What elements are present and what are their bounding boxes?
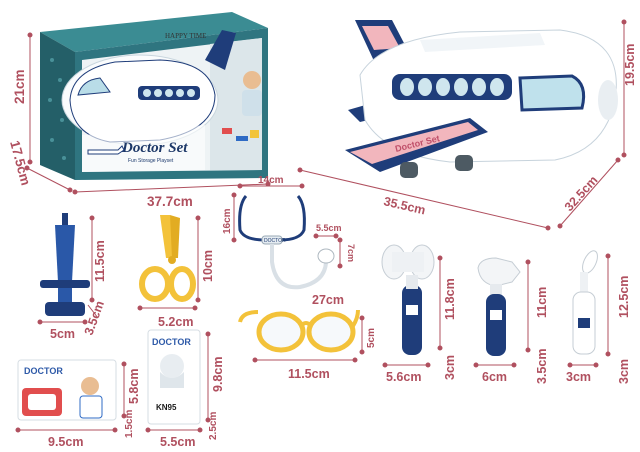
- dim-box-width: 37.7cm: [147, 194, 193, 209]
- stethoscope-tag: DOCTOR: [264, 238, 286, 244]
- package-brand-title: Doctor Set: [121, 140, 188, 156]
- dim-otoscope-width: 6cm: [482, 370, 507, 384]
- dim-stethoscope-length: 27cm: [312, 293, 344, 307]
- dim-glasses-width: 11.5cm: [288, 367, 330, 381]
- card2-title: DOCTOR: [152, 337, 191, 347]
- dim-thermo-width: 3cm: [566, 370, 591, 384]
- mask-card: DOCTOR KN95: [147, 329, 201, 425]
- kn95-label: KN95: [156, 403, 177, 412]
- dim-box-height: 21cm: [12, 69, 27, 104]
- dim-otoscope-height: 11cm: [535, 287, 549, 318]
- dim-scissors-height: 10cm: [201, 250, 215, 282]
- dim-hammer-height: 11.8cm: [443, 278, 457, 320]
- dim-stethoscope-width: 14cm: [258, 175, 284, 186]
- dim-otoscope-depth: 3.5cm: [535, 349, 549, 384]
- dim-thermo-depth: 3cm: [617, 359, 631, 384]
- reflex-hammer-toy: [381, 244, 435, 355]
- plane-dimensions: [297, 19, 627, 231]
- dim-mask-depth: 2.5cm: [208, 412, 219, 440]
- dim-glasses-height: 5cm: [366, 328, 377, 348]
- dim-card-width: 9.5cm: [48, 435, 83, 449]
- scissors-toy: [139, 215, 196, 302]
- dim-plane-depth: 32.5cm: [562, 173, 601, 214]
- dim-card-depth: 1.5cm: [124, 410, 135, 438]
- dim-syringe-height: 11.5cm: [93, 240, 107, 282]
- box-dimensions: [24, 32, 271, 195]
- dim-stethoscope-height: 16cm: [222, 208, 233, 234]
- dim-chest-width: 5.5cm: [316, 223, 342, 233]
- airplane-toy: Doctor Set: [345, 20, 618, 178]
- package-happy-time: HAPPY TIME: [165, 32, 206, 40]
- dim-hammer-width: 5.6cm: [386, 370, 421, 384]
- otoscope-toy: [477, 257, 521, 356]
- card1-title: DOCTOR: [24, 366, 63, 376]
- dim-syringe-width: 5cm: [50, 327, 75, 341]
- package-box: Doctor Set Fun Storage Playset HAPPY TIM…: [40, 12, 268, 180]
- doctor-card: DOCTOR: [17, 359, 117, 421]
- thermometer-toy: [572, 250, 598, 355]
- dim-mask-height: 9.8cm: [211, 357, 225, 392]
- dim-thermo-height: 12.5cm: [617, 276, 631, 318]
- syringe-toy: [40, 213, 90, 316]
- package-sub-label: Fun Storage Playset: [128, 158, 174, 164]
- glasses-toy: [238, 309, 360, 353]
- dim-syringe-depth: 3.5cm: [82, 299, 107, 337]
- dim-chest-height: 7cm: [346, 244, 356, 262]
- dim-plane-height: 19.5cm: [623, 44, 637, 86]
- stethoscope-toy: DOCTOR: [238, 195, 335, 290]
- dim-mask-width: 5.5cm: [160, 435, 195, 449]
- dim-hammer-depth: 3cm: [443, 355, 457, 380]
- dim-card-height: 5.8cm: [127, 369, 141, 404]
- dim-scissors-width: 5.2cm: [158, 315, 193, 329]
